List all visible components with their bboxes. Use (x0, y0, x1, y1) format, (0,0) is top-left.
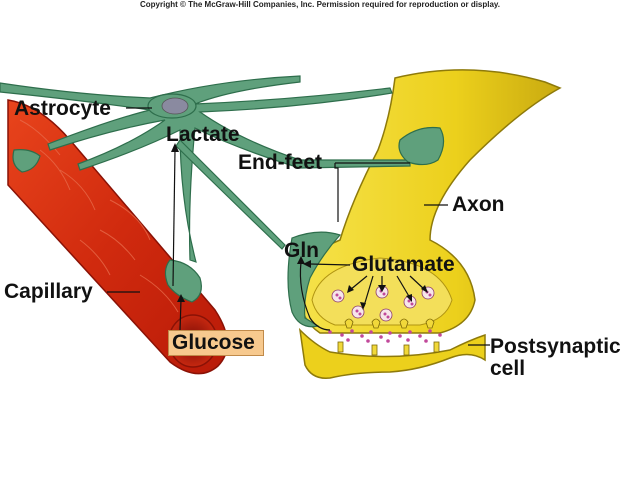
synaptic-vesicles (331, 285, 435, 322)
axon (297, 69, 562, 334)
label-astrocyte: Astrocyte (14, 97, 111, 120)
label-axon: Axon (452, 193, 505, 216)
glucose-box (168, 330, 264, 356)
leader-lines (107, 107, 490, 346)
label-end-feet: End-feet (238, 151, 322, 174)
astrocyte (0, 75, 445, 328)
label-lactate: Lactate (166, 123, 240, 146)
label-postsynaptic: Postsynaptic (490, 335, 621, 358)
label-gln: Gln (284, 239, 319, 262)
label-cell: cell (490, 357, 526, 380)
copyright-notice: Copyright © The McGraw-Hill Companies, I… (139, 0, 501, 9)
release-sites (344, 318, 435, 329)
arrowheads (171, 143, 428, 310)
astrocyte-nucleus (161, 97, 189, 115)
label-glutamate: Glutamate (352, 253, 455, 276)
glutamate-molecules (328, 329, 442, 343)
postsynaptic-cell (298, 327, 486, 379)
label-glucose: Glucose (172, 331, 255, 354)
label-capillary: Capillary (4, 280, 93, 303)
